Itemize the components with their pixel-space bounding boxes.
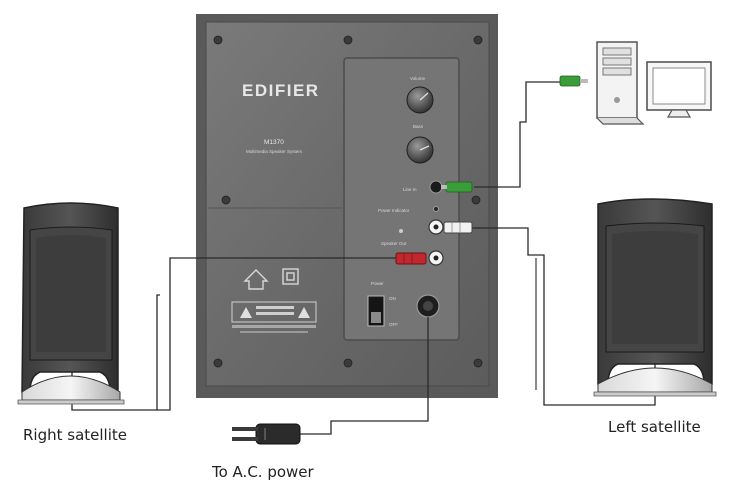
switch-off-label: OFF [389,322,398,327]
desktop-computer-icon [596,41,645,125]
cables [71,81,656,435]
power-switch-area: Power ON OFF [367,281,398,327]
bass-label: Bass [413,124,424,129]
volume-label: Volume [410,76,426,81]
left-satellite-speaker [593,198,717,397]
bass-knob[interactable] [406,136,434,164]
switch-on-label: ON [389,296,396,301]
left-satellite-caption: Left satellite [608,418,701,436]
ac-power-caption: To A.C. power [212,463,314,481]
subwoofer-back-panel: EDIFIER M1370 Multimedia Speaker System … [196,14,498,398]
ac-power-cable [300,317,429,435]
white-rca-plug [443,221,473,234]
line-in-jack[interactable] [429,180,443,194]
monitor-icon [646,61,712,118]
double-insulation-icon [282,268,299,285]
model-label: M1370 [264,139,284,146]
sub-led-dot [399,229,403,233]
ac-plug-icon [232,423,301,445]
right-satellite-speaker [17,202,125,405]
power-switch-label: Power [371,281,384,286]
volume-knob[interactable] [406,86,434,114]
line-in-cable [474,81,560,188]
house-icon [243,269,269,290]
green-audio-plug-pc [559,75,588,87]
control-panel [343,57,460,341]
warning-label [231,301,317,333]
brand-logo: EDIFIER [242,81,320,100]
screw-icon [213,35,483,368]
right-satellite-caption: Right satellite [23,426,127,444]
power-indicator-label: Power Indicator [378,208,410,213]
speaker-out-label: Speaker Out [381,241,407,246]
power-indicator-led [433,206,439,212]
green-audio-plug [441,181,473,193]
left-satellite-cable [472,227,656,406]
red-rca-plug [395,252,427,265]
line-in-label: Line In [403,187,417,192]
model-subtitle: Multimedia Speaker System [246,149,302,154]
